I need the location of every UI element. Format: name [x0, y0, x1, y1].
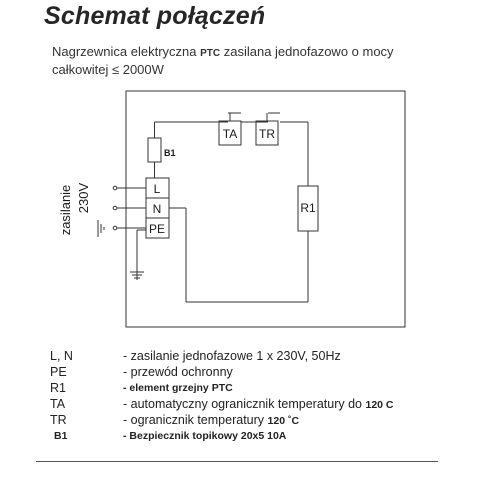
- legend-row-ta: TA - automatyczny ogranicznik temperatur…: [50, 396, 470, 412]
- legend-code: TR: [50, 413, 67, 427]
- terminal-PE-label: PE: [149, 222, 165, 236]
- subtitle-ptc: PTC: [200, 48, 221, 59]
- bottom-divider: [36, 461, 438, 462]
- fuse-symbol: [147, 137, 162, 163]
- legend-code: L, N: [50, 349, 73, 363]
- legend-desc: - automatyczny ogranicznik temperatury d…: [123, 397, 362, 411]
- subtitle: Nagrzewnica elektryczna PTC zasilana jed…: [52, 44, 452, 78]
- legend-desc: - ogranicznik temperatury: [123, 413, 265, 427]
- terminal-N-dot: [112, 205, 118, 211]
- fuse-label: B1: [164, 148, 176, 158]
- page-title: Schemat połączeń: [44, 2, 266, 30]
- subtitle-text-1: Nagrzewnica elektryczna: [52, 44, 201, 59]
- legend-desc: - Bezpiecznik topikowy 20x5 10A: [123, 430, 287, 442]
- legend-desc-wrap: - automatyczny ogranicznik temperatury d…: [123, 396, 394, 413]
- legend-desc: - przewód ochronny: [123, 365, 233, 379]
- legend-row-ln: L, N - zasilanie jednofazowe 1 x 230V, 5…: [50, 348, 470, 364]
- legend-code: B1: [54, 430, 68, 442]
- supply-label: zasilanie: [58, 185, 73, 236]
- legend-code: TA: [50, 397, 66, 411]
- legend-code: PE: [50, 365, 67, 379]
- legend-emphasis: 120 C: [365, 399, 394, 411]
- heater-label: R1: [300, 201, 316, 215]
- legend-desc: - element grzejny PTC: [123, 382, 233, 394]
- terminal-PE-dot: [112, 225, 118, 231]
- housing-outline: [125, 90, 406, 328]
- legend-row-tr: TR - ogranicznik temperatury 120 ˚C: [50, 412, 470, 428]
- terminal-L-label: L: [154, 182, 161, 196]
- legend: L, N - zasilanie jednofazowe 1 x 230V, 5…: [50, 348, 470, 444]
- legend-row-pe: PE - przewód ochronny: [50, 364, 470, 380]
- voltage-label: 230V: [76, 182, 91, 213]
- legend-emphasis: 120 ˚C: [267, 415, 300, 427]
- legend-desc: - zasilanie jednofazowe 1 x 230V, 50Hz: [123, 349, 341, 363]
- tr-label: TR: [259, 127, 275, 141]
- legend-row-r1: R1 - element grzejny PTC: [50, 380, 470, 396]
- legend-code: R1: [50, 381, 66, 395]
- legend-row-b1: B1 - Bezpiecznik topikowy 20x5 10A: [50, 428, 470, 444]
- legend-desc-wrap: - ogranicznik temperatury 120 ˚C: [123, 412, 299, 429]
- terminal-N-label: N: [153, 202, 162, 216]
- ta-label: TA: [223, 127, 237, 141]
- subtitle-text-2: zasilana jednofazowo o mocy całkowitej ≤…: [52, 44, 394, 77]
- terminal-L-dot: [112, 185, 118, 191]
